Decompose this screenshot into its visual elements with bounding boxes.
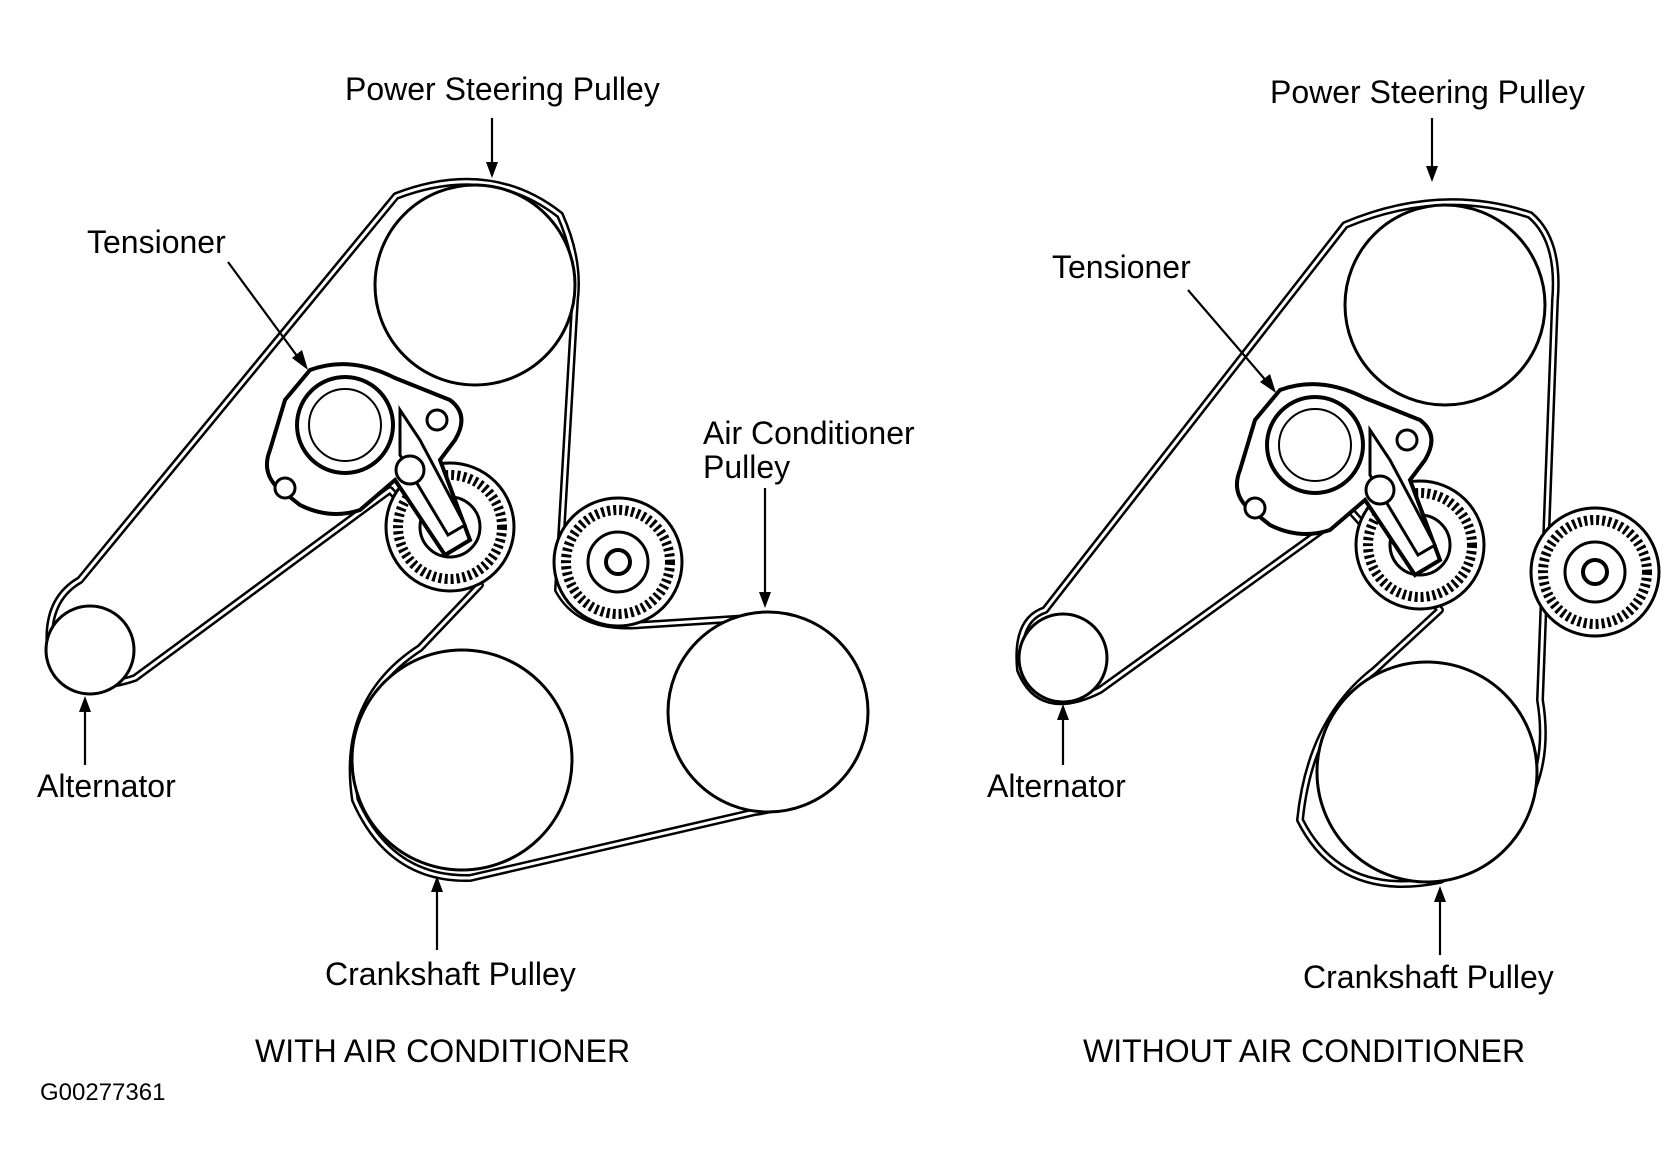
label-air-conditioner-line2: Pulley — [703, 449, 790, 485]
alternator-pulley — [1017, 612, 1109, 704]
tensioner-assembly — [1234, 382, 1443, 578]
leader-tensioner — [1187, 289, 1276, 393]
label-power-steering-pulley: Power Steering Pulley — [1270, 74, 1585, 110]
caption-without-ac: WITHOUT AIR CONDITIONER — [1083, 1033, 1525, 1069]
leader-power-steering — [1426, 118, 1438, 182]
without-ac-diagram: Power Steering Pulley Tensioner Alternat… — [987, 74, 1661, 1069]
crankshaft-pulley — [1315, 660, 1539, 884]
crankshaft-pulley — [350, 648, 574, 872]
power-steering-pulley — [1343, 203, 1547, 407]
tensioner-assembly — [264, 362, 473, 558]
label-alternator: Alternator — [987, 768, 1126, 804]
idler-pulley — [1529, 506, 1661, 638]
leader-crankshaft — [431, 876, 443, 950]
leader-crankshaft — [1434, 886, 1446, 955]
power-steering-pulley — [373, 183, 577, 387]
air-conditioner-pulley — [666, 610, 870, 814]
leader-power-steering — [486, 118, 498, 178]
alternator-pulley — [44, 604, 136, 696]
leader-alternator — [79, 696, 91, 765]
leader-tensioner — [227, 261, 308, 370]
label-crankshaft-pulley: Crankshaft Pulley — [325, 956, 576, 992]
label-tensioner: Tensioner — [87, 224, 226, 260]
leader-air-conditioner — [759, 488, 771, 608]
label-air-conditioner-line1: Air Conditioner — [703, 415, 915, 451]
caption-with-ac: WITH AIR CONDITIONER — [255, 1033, 630, 1069]
leader-alternator — [1057, 704, 1069, 765]
label-crankshaft-pulley: Crankshaft Pulley — [1303, 959, 1554, 995]
label-tensioner: Tensioner — [1052, 249, 1191, 285]
label-power-steering-pulley: Power Steering Pulley — [345, 71, 660, 107]
idler-pulley — [552, 496, 684, 628]
with-ac-diagram: Power Steering Pulley Tensioner Air Cond… — [37, 71, 915, 1069]
figure-code: G00277361 — [40, 1079, 165, 1106]
label-alternator: Alternator — [37, 768, 176, 804]
